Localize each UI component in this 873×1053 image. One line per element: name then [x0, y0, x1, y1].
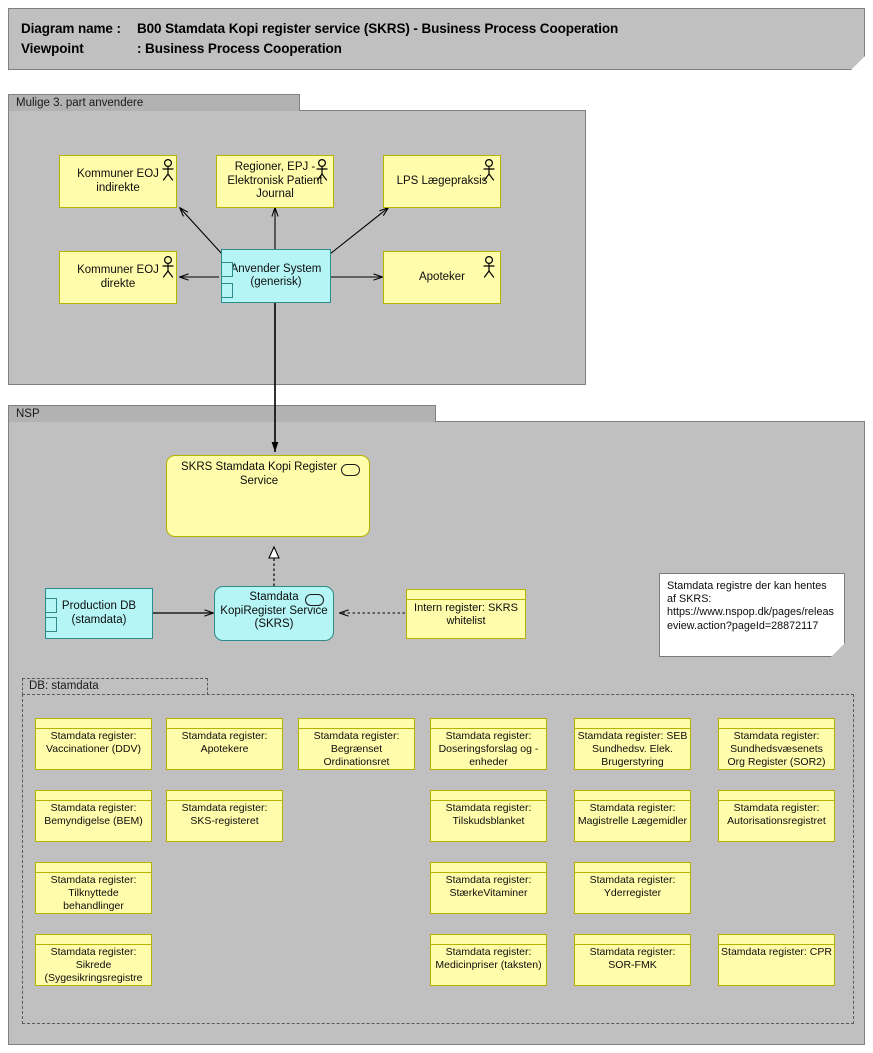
internal-register-label: Intern register: SKRS whitelist	[414, 602, 518, 627]
register-box[interactable]: Stamdata register: SEB Sundhedsv. Elek. …	[574, 718, 691, 770]
register-label: Stamdata register: Doseringsforslag og -…	[438, 730, 539, 768]
register-header-strip	[431, 791, 546, 801]
note-skrs-registers: Stamdata registre der kan hentes af SKRS…	[659, 573, 845, 657]
register-header-strip	[575, 863, 690, 873]
register-header-strip	[575, 719, 690, 729]
register-box[interactable]: Stamdata register: SKS-registeret	[166, 790, 283, 842]
register-header-strip	[575, 791, 690, 801]
register-header-strip	[431, 935, 546, 945]
register-box[interactable]: Stamdata register: Yderregister	[574, 862, 691, 914]
group-db-stamdata-tab: DB: stamdata	[22, 678, 208, 695]
note-text: Stamdata registre der kan hentes af SKRS…	[667, 580, 834, 632]
register-box[interactable]: Stamdata register: Tilskudsblanket	[430, 790, 547, 842]
register-box[interactable]: Stamdata register: Begrænset Ordinations…	[298, 718, 415, 770]
register-box[interactable]: Stamdata register: Tilknyttede behandlin…	[35, 862, 152, 914]
register-header-strip	[36, 791, 151, 801]
viewpoint-value: : Business Process Cooperation	[137, 41, 342, 56]
register-label: Stamdata register: Sundhedsvæsenets Org …	[727, 730, 826, 768]
component-icon	[46, 617, 57, 632]
group-nsp-tab: NSP	[8, 405, 436, 422]
register-label: Stamdata register: Vaccinationer (DDV)	[46, 730, 141, 755]
group-third-party-body	[8, 110, 586, 385]
actor-regioner-epj[interactable]: Regioner, EPJ - Elektronisk Patient Jour…	[216, 155, 334, 208]
register-box[interactable]: Stamdata register: Apotekere	[166, 718, 283, 770]
register-label: Stamdata register: StærkeVitaminer	[445, 874, 532, 899]
register-box[interactable]: Stamdata register: StærkeVitaminer	[430, 862, 547, 914]
component-anvender-system[interactable]: Anvender System (generisk)	[221, 249, 331, 303]
actor-label: Apoteker	[418, 270, 466, 283]
diagram-title-banner: Diagram name : B00 Stamdata Kopi register…	[8, 8, 865, 70]
viewpoint-label: Viewpoint	[21, 41, 84, 56]
register-label: Stamdata register: Apotekere	[181, 730, 268, 755]
actor-label: Kommuner EOJ direkte	[77, 264, 159, 290]
register-label: Stamdata register: Bemyndigelse (BEM)	[44, 802, 143, 827]
register-header-strip	[36, 935, 151, 945]
component-label: Stamdata KopiRegister Service (SKRS)	[220, 591, 328, 630]
application-service-icon	[305, 594, 324, 606]
register-label: Stamdata register: SOR-FMK	[589, 946, 676, 971]
group-db-stamdata-body	[22, 694, 854, 1024]
register-label: Stamdata register: SEB Sundhedsv. Elek. …	[577, 730, 688, 768]
register-label: Stamdata register: Sikrede (Sygesikrings…	[44, 946, 143, 984]
register-label: Stamdata register: Tilknyttede behandlin…	[50, 874, 137, 912]
actor-kommuner-eoj-direkte[interactable]: Kommuner EOJ direkte	[59, 251, 177, 304]
register-header-strip	[431, 719, 546, 729]
actor-label: Regioner, EPJ - Elektronisk Patient Jour…	[227, 161, 323, 201]
component-icon	[222, 262, 233, 277]
diagram-name-line: Diagram name : B00 Stamdata Kopi register…	[21, 21, 618, 36]
viewpoint-line: Viewpoint : Business Process Cooperation	[21, 41, 342, 56]
register-box[interactable]: Stamdata register: CPR	[718, 934, 835, 986]
register-label: Stamdata register: Yderregister	[589, 874, 676, 899]
actor-kommuner-eoj-indirekte[interactable]: Kommuner EOJ indirekte	[59, 155, 177, 208]
register-header-strip	[719, 935, 834, 945]
register-label: Stamdata register: CPR	[721, 946, 832, 958]
actor-apoteker[interactable]: Apoteker	[383, 251, 501, 304]
register-box[interactable]: Stamdata register: Magistrelle Lægemidle…	[574, 790, 691, 842]
register-label: Stamdata register: Medicinpriser (takste…	[435, 946, 542, 971]
component-icon	[222, 283, 233, 298]
internal-register-skrs-whitelist[interactable]: Intern register: SKRS whitelist	[406, 589, 526, 639]
register-box[interactable]: Stamdata register: SOR-FMK	[574, 934, 691, 986]
register-box[interactable]: Stamdata register: Sundhedsvæsenets Org …	[718, 718, 835, 770]
application-service-icon	[341, 464, 360, 476]
register-box[interactable]: Stamdata register: Medicinpriser (takste…	[430, 934, 547, 986]
register-header-strip	[575, 935, 690, 945]
register-label: Stamdata register: Begrænset Ordinations…	[313, 730, 400, 768]
register-box[interactable]: Stamdata register: Sikrede (Sygesikrings…	[35, 934, 152, 986]
diagram-name-label: Diagram name :	[21, 21, 121, 36]
component-label: Anvender System (generisk)	[230, 262, 322, 289]
component-label: Production DB (stamdata)	[61, 600, 137, 626]
register-box[interactable]: Stamdata register: Vaccinationer (DDV)	[35, 718, 152, 770]
actor-label: LPS Lægepraksis	[396, 174, 488, 187]
register-label: Stamdata register: Autorisationsregistre…	[727, 802, 826, 827]
register-header-strip	[299, 719, 414, 729]
register-header-strip	[36, 719, 151, 729]
register-header-strip	[36, 863, 151, 873]
diagram-name-value: B00 Stamdata Kopi register service (SKRS…	[137, 21, 619, 36]
component-stamdata-kopiregister-service[interactable]: Stamdata KopiRegister Service (SKRS)	[214, 586, 334, 641]
register-box[interactable]: Stamdata register: Autorisationsregistre…	[718, 790, 835, 842]
actor-label: Kommuner EOJ indirekte	[77, 168, 159, 194]
register-header-strip	[407, 590, 525, 600]
register-label: Stamdata register: Magistrelle Lægemidle…	[577, 802, 688, 827]
group-third-party-tab: Mulige 3. part anvendere	[8, 94, 300, 111]
register-label: Stamdata register: Tilskudsblanket	[445, 802, 532, 827]
register-header-strip	[167, 719, 282, 729]
register-label: Stamdata register: SKS-registeret	[181, 802, 268, 827]
register-box[interactable]: Stamdata register: Doseringsforslag og -…	[430, 718, 547, 770]
service-skrs-stamdata-kopi-register[interactable]: SKRS Stamdata Kopi Register Service	[166, 455, 370, 537]
component-icon	[46, 598, 57, 613]
service-label: SKRS Stamdata Kopi Register Service	[181, 461, 337, 487]
register-header-strip	[431, 863, 546, 873]
component-production-db[interactable]: Production DB (stamdata)	[45, 588, 153, 639]
register-header-strip	[167, 791, 282, 801]
register-header-strip	[719, 719, 834, 729]
register-box[interactable]: Stamdata register: Bemyndigelse (BEM)	[35, 790, 152, 842]
actor-lps-laegepraksis[interactable]: LPS Lægepraksis	[383, 155, 501, 208]
register-header-strip	[719, 791, 834, 801]
